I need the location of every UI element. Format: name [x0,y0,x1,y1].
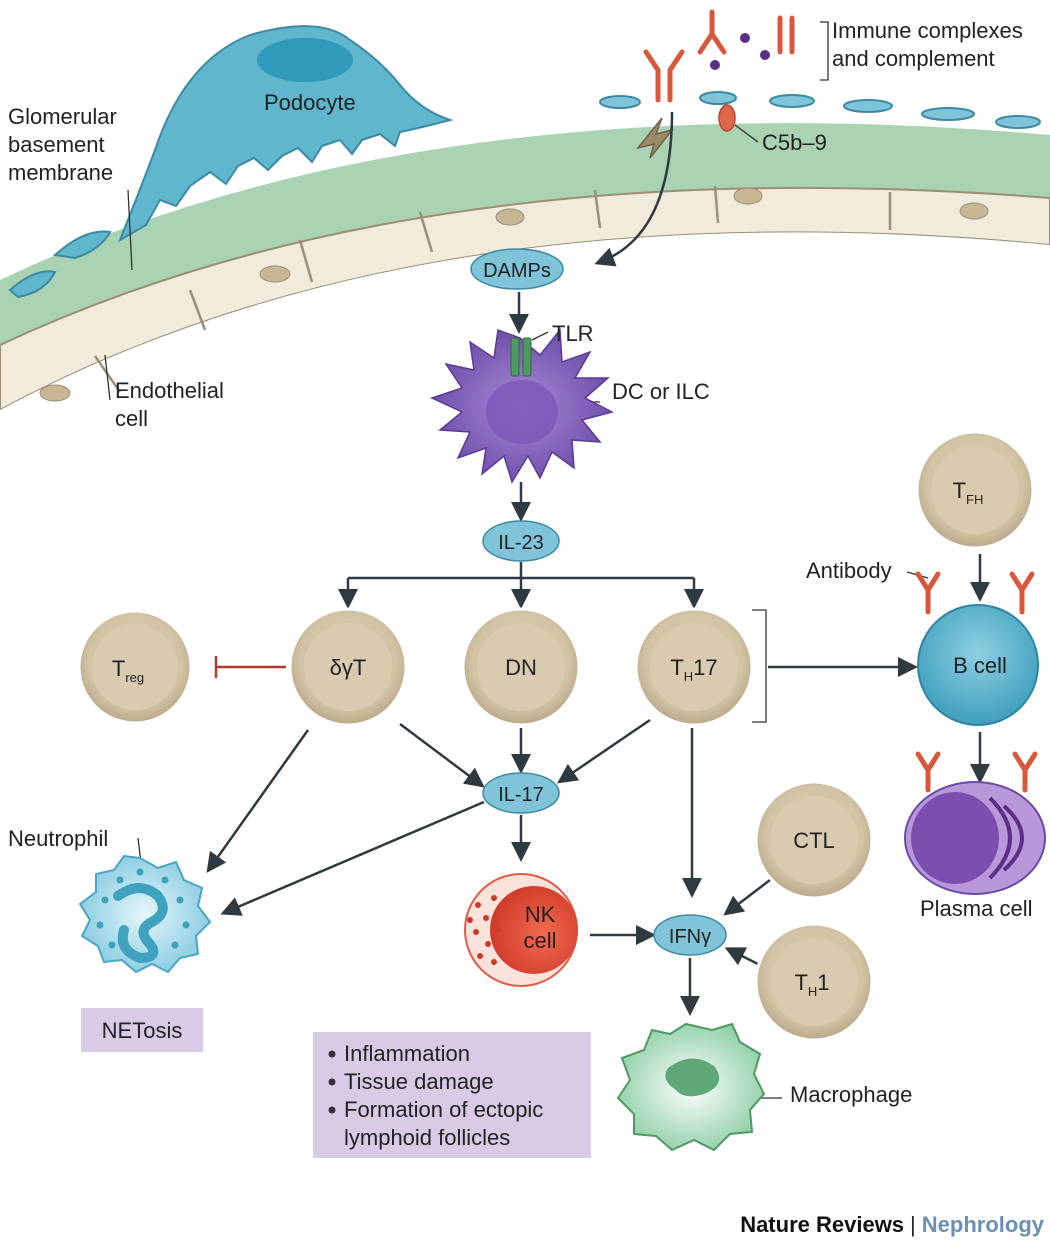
arrows-to-neutrophil [206,729,485,916]
arrows-to-il17 [399,718,651,788]
tfh-cell [915,430,1035,550]
il17-bubble [482,772,560,814]
bcell-label: B cell [953,653,1007,678]
neutrophil-label: Neutrophil [8,826,108,851]
th17-cell [634,607,754,727]
nk-cell [464,873,578,987]
immune-complexes-label-2: and complement [832,46,995,71]
th1-label: TH1 [794,970,829,999]
glomerular-membrane [0,123,1050,420]
nk-label-1: NK [525,902,556,927]
dgt-cell [288,607,408,727]
macrophage-label: Macrophage [790,1082,912,1107]
plasma-cell [904,781,1046,895]
nk-label-2: cell [523,928,556,953]
th1-cell [754,922,874,1042]
damps-label: DAMPs [483,260,551,282]
damage-arrow [594,111,674,267]
gbm-label-2: basement [8,132,105,157]
neutrophil-cell [78,854,212,974]
plasma-label: Plasma cell [920,896,1032,921]
outcomes-bullets [328,1050,336,1114]
outcome-item-3: Formation of ectopic [344,1097,543,1122]
netosis-box [81,1008,203,1052]
tfh-label: TFH [953,478,984,507]
gbm-label-1: Glomerular [8,104,117,129]
tlr-receptor [510,337,532,377]
c5b9-pore [718,104,759,143]
gbm-label-3: membrane [8,160,113,185]
il23-branch-arrows [338,562,704,609]
outcome-item-4: lymphoid follicles [344,1125,510,1150]
podocyte-cell [8,25,454,299]
dendritic-cell [429,328,615,484]
treg-cell [77,609,193,725]
endothelial-label-2: cell [115,406,148,431]
arrow-ctl-to-ifng [723,879,771,916]
ctl-cell [754,780,874,900]
netosis-label: NETosis [102,1018,183,1043]
c5b9-label: C5b–9 [762,130,827,155]
tlr-label: TLR [552,321,594,346]
ifng-label: IFNγ [669,926,711,948]
immune-complex-antibodies [643,9,795,103]
dc-label: DC or ILC [612,379,710,404]
il23-label: IL-23 [498,532,544,554]
outcomes-box [313,1032,591,1158]
antibody-label: Antibody [806,558,892,583]
podocyte-foot-processes [599,91,1041,129]
macrophage-cell [616,1022,766,1152]
ifng-bubble [653,914,727,956]
complement-dots [710,33,770,70]
outcome-item-2: Tissue damage [344,1069,494,1094]
dgt-label: δγT [330,655,367,680]
endothelial-label-1: Endothelial [115,378,224,403]
ctl-label: CTL [793,828,835,853]
endothelial-nuclei [39,187,989,402]
free-antibodies [915,751,1038,793]
treg-label: Treg [112,656,144,685]
b-cell [917,604,1039,726]
il23-bubble [482,520,560,562]
dn-cell [461,607,581,727]
tlr-leader [531,331,549,341]
immune-complexes-label-1: Immune complexes [832,18,1023,43]
th-bracket [752,609,767,723]
outcome-item-1: Inflammation [344,1041,470,1066]
bcell-antibodies [915,571,1035,615]
il17-label: IL-17 [498,784,544,806]
th17-label: TH17 [670,655,717,684]
podocyte-label: Podocyte [264,90,356,115]
damps-bubble [470,248,564,290]
footer-credit: Nature Reviews|Nephrology [740,1212,1045,1237]
inhibit-arrow-dgt-treg [214,656,286,678]
dn-label: DN [505,655,537,680]
